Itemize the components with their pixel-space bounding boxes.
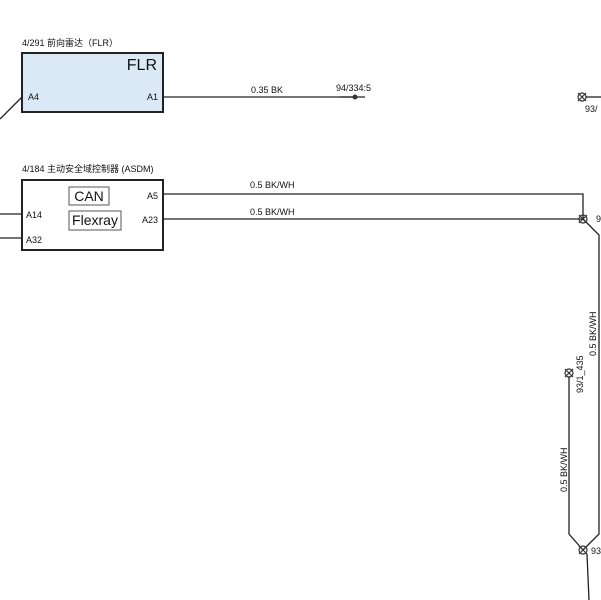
wire-flr-a1-destination: 94/334:5 [336,83,371,93]
splice-bottom [578,545,590,600]
splice-middle-label: 9 [596,214,601,224]
wire-vertical-right[interactable] [582,218,600,551]
wire-vertical-right-label: 0.5 BK/WH [588,311,598,356]
flr-pin-a1: A1 [147,92,158,102]
wire-asdm-a5[interactable] [163,193,584,219]
terminal-dot-94-334-5 [352,94,358,100]
flr-component-label: 4/291 前向雷达（FLR） [22,37,118,48]
splice-bottom-label: 93 [591,546,601,556]
wire-vertical-left[interactable] [568,377,584,551]
wire-vertical-left-label: 0.5 BK/WH [559,447,569,492]
flr-component-box[interactable] [21,52,164,113]
splice-left-mid [564,368,574,378]
flr-title: FLR [127,57,157,74]
wire-asdm-a23-label: 0.5 BK/WH [250,207,295,217]
asdm-pin-a23: A23 [142,215,158,225]
wire-flr-a4 [0,96,23,120]
splice-left-mid-label: 93/1_435 [575,355,585,393]
wire-flr-a1-label: 0.35 BK [251,85,283,95]
can-bus-label: CAN [74,188,104,204]
can-bus-box [68,186,110,206]
wire-asdm-a5-label: 0.5 BK/WH [250,180,295,190]
splice-top-right [577,92,601,102]
asdm-component-label: 4/184 主动安全域控制器 (ASDM) [22,163,154,174]
asdm-pin-a14: A14 [26,210,42,220]
flr-pin-a4: A4 [28,92,39,102]
flexray-bus-label: Flexray [72,212,118,228]
asdm-pin-a5: A5 [147,191,158,201]
flexray-bus-box [68,210,122,231]
splice-top-right-label: 93/ [585,104,598,114]
asdm-pin-a32: A32 [26,235,42,245]
